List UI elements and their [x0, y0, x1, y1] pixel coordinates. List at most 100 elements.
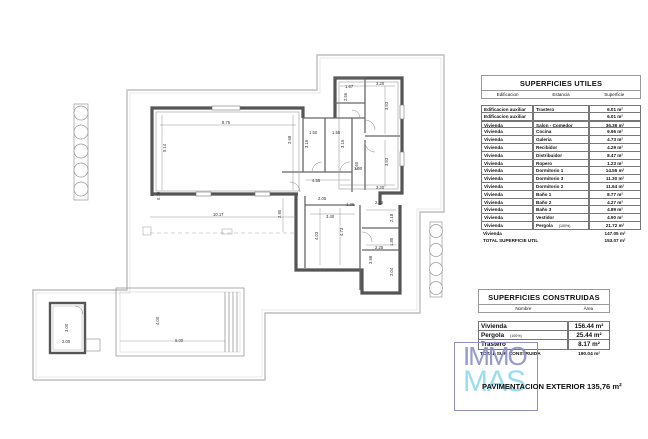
dim-dorm1-depth: 3.53 [384, 101, 389, 110]
cell-estancia [533, 112, 589, 121]
dim-storage-depth: 3.00 [64, 323, 69, 332]
construidas-title: SUPERFICIES CONSTRUIDAS [479, 290, 609, 305]
dim-salon-width: 8.75 [222, 120, 231, 125]
logo-line1: IMMO [463, 341, 528, 371]
cell-superficie: 4.90 m² [589, 214, 641, 222]
cell-estancia: Ropero [533, 159, 589, 168]
dim-wall-small: 0.70 [156, 191, 161, 200]
cell-superficie: 4.89 m² [589, 206, 641, 215]
subtotal-value: 147.05 m² [604, 230, 626, 236]
superficies-construidas-table: SUPERFICIES CONSTRUIDAS Nombre Área Vivi… [478, 289, 610, 359]
dim-pool-depth: 4.00 [155, 316, 160, 325]
construidas-total-value: 190.04 m² [578, 351, 600, 357]
cell-superficie: 11.30 m² [589, 175, 641, 183]
immomas-logo: IMMO MAS [454, 341, 538, 411]
cell-superficie: 6.01 m² [589, 105, 641, 113]
swimming-pool [115, 287, 245, 357]
cell-estancia-text: Dormitorio 1 [536, 168, 564, 174]
construidas-total-row: TOTAL SUP. CONSTRUIDA 190.04 m² [478, 350, 610, 360]
dim-bath1-width: 1.50 [309, 130, 318, 135]
cell-superficie: 11.64 m² [589, 182, 641, 191]
cell-edificacion: Vivienda [481, 175, 533, 183]
logo-line2: MAS [463, 365, 526, 398]
cell-estancia: Dormitorio 2 [533, 182, 589, 191]
dim-dressing-depth: 2.56 [343, 92, 348, 101]
cell-edificacion: Vivienda [481, 190, 533, 199]
cell-estancia-text: Vestidor [536, 215, 555, 221]
cell-edificacion: Vivienda [481, 206, 533, 215]
cell-estancia-text: Ropero [536, 160, 553, 166]
dim-porch-depth: 2.90 [277, 209, 282, 218]
utiles-columns: Edificacion Estancia Superficie [482, 91, 640, 98]
dim-laundry-depth1: 3.98 [368, 255, 373, 264]
dim-laundry-depth2: 2.04 [389, 267, 394, 276]
cell-note: (100%) [558, 223, 571, 228]
utiles-title: SUPERFICIES UTILES [482, 76, 640, 91]
cell-edificacion: Vivienda [481, 143, 533, 152]
cell-superficie: 1.23 m² [589, 159, 641, 168]
cell-edificacion: Vivienda [481, 221, 533, 230]
col-edificacion: Edificacion [496, 92, 519, 97]
porch-outline [142, 226, 295, 236]
cell-estancia: Baño 3 [533, 206, 589, 215]
cell-edificacion: Vivienda [481, 159, 533, 168]
total-value: 153.07 m² [604, 237, 626, 243]
cell-edificacion: Vivienda [481, 120, 533, 129]
cell-estancia: Baño 1 [533, 190, 589, 199]
cell-estancia: Galeria [533, 136, 589, 144]
cell-edificacion: Vivienda [481, 214, 533, 222]
interior-walls [282, 77, 400, 290]
cell-edificacion: Vivienda [481, 128, 533, 137]
cell-estancia: Vestidor [533, 214, 589, 222]
cell-estancia: Baño 2 [533, 198, 589, 207]
cell-superficie: 4.73 m² [589, 136, 641, 144]
cell-nombre: Vivienda [478, 321, 568, 331]
dim-bath3-depth: 2.18 [389, 213, 394, 222]
cell-superficie: 8.77 m² [589, 190, 641, 199]
utiles-subtotal-row: Vivienda 147.05 m² [481, 230, 641, 237]
subtotal-label: Vivienda [483, 230, 502, 236]
construidas-columns: Nombre Área [479, 305, 609, 312]
dim-salon-depth: 5.14 [162, 143, 167, 152]
cell-area: 25.44 m² [568, 330, 610, 340]
cell-nombre: Pergola(100%) [478, 330, 568, 340]
utiles-header: SUPERFICIES UTILES Edificacion Estancia … [481, 75, 641, 99]
cell-nombre: Trastero [478, 340, 568, 350]
dim-kitchen-width: 3.40 [326, 214, 335, 219]
cell-edificacion: Vivienda [481, 167, 533, 176]
col-estancia: Estancia [552, 92, 570, 97]
cell-area: 8.17 m² [568, 340, 610, 350]
cell-nombre-text: Pergola [481, 331, 505, 339]
dim-room-width: 2.25 [375, 245, 384, 250]
cell-estancia-text: Galeria [536, 137, 552, 143]
dim-dressing-width: 1.67 [345, 84, 354, 89]
cell-estancia: Dormitorio 3 [533, 175, 589, 183]
dim-dorm2-depth: 3.53 [384, 157, 389, 166]
cell-estancia-text: Baño 2 [536, 199, 552, 205]
cell-nombre-text: Vivienda [481, 323, 507, 330]
cell-estancia: Salon - Comedor [533, 120, 589, 129]
dim-kitchen-depth2: 4.73 [339, 227, 344, 236]
dimension-labels: 8.75 5.14 3.68 10.17 2.90 1.50 3.15 1.55… [62, 81, 394, 344]
col-area: Área [583, 306, 594, 311]
cell-estancia: Pergola (100%) [533, 221, 589, 230]
cell-edificacion: Edificacion auxiliar [481, 105, 533, 113]
total-label: TOTAL SUPERFICIE UTIL [483, 237, 539, 243]
cell-estancia-text: Pergola [536, 222, 553, 228]
cell-superficie: 6.01 m² [589, 112, 641, 121]
dim-corridor-side: 1.90 [354, 166, 363, 171]
